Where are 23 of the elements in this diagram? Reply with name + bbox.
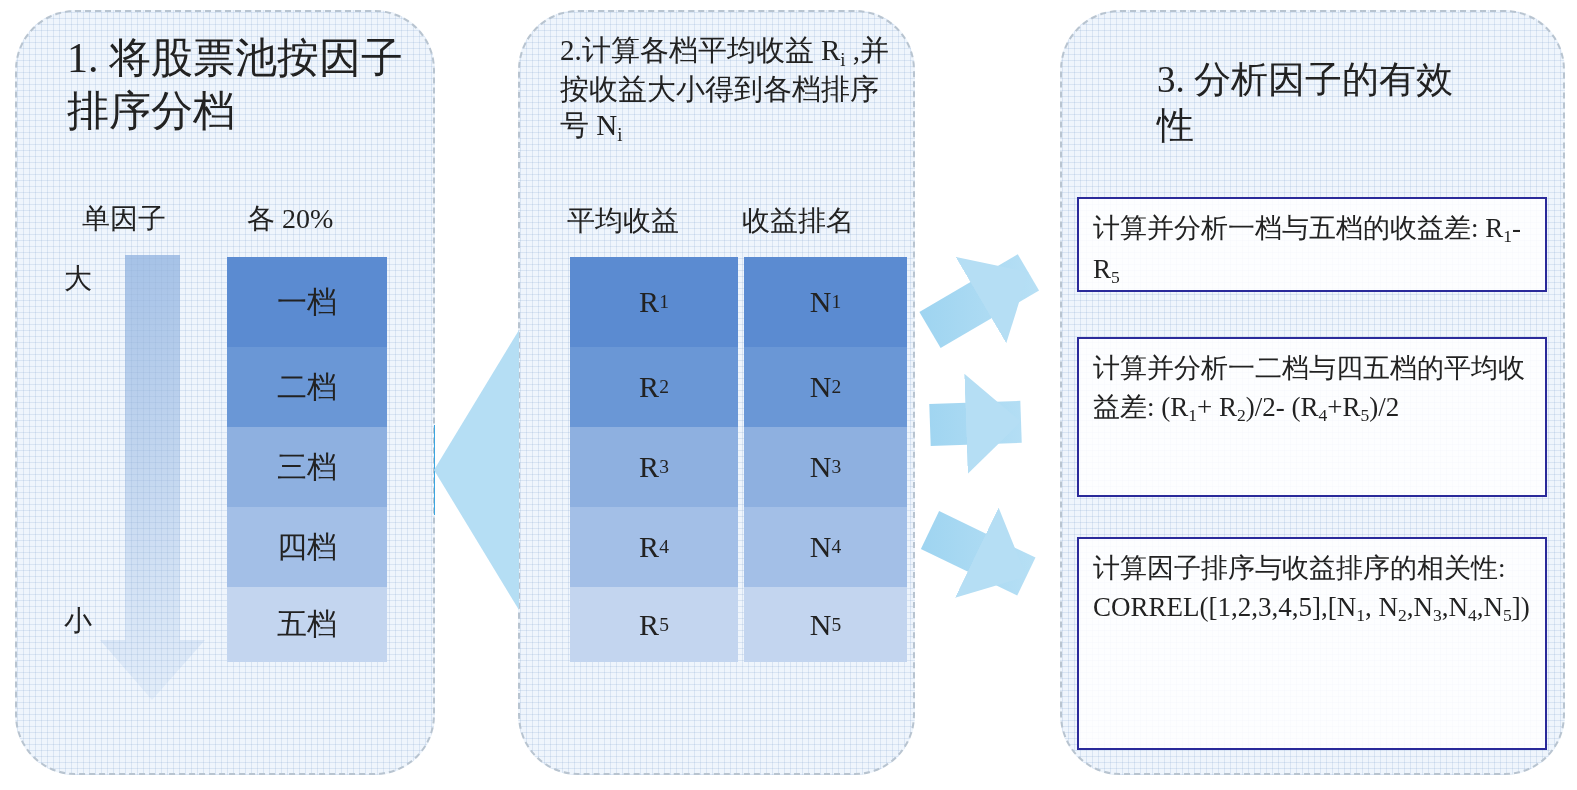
tier-cell: 四档 [227,507,387,587]
step-panel [1060,10,1565,775]
tier-cell: 一档 [227,257,387,347]
tier-cell: 五档 [227,587,387,662]
column-header: 平均收益 [567,204,679,238]
block-arrow [929,373,1022,474]
step-panel [15,10,435,775]
column-header: 收益排名 [742,204,854,238]
block-arrow [920,507,1036,598]
column-header: 单因子 [82,202,166,236]
step-title: 3. 分析因子的有效性 [1157,58,1454,149]
formula-box: 计算并分析一二档与四五档的平均收益差: (R$_{1}$+ R$_{2}$)/2- (R$_{4}$+R$_{5}$)/2 [1077,337,1547,497]
scale-label: 大 [64,262,92,296]
tier-cell: 二档 [227,347,387,427]
column-header: 各 20% [247,202,334,236]
formula-box: 计算因子排序与收益排序的相关性: CORREL([1,2,3,4,5],[N$_{1}$, N$_{2}$,N$_{3}$,N$_{4}$,N$_{5}$]) [1077,537,1547,750]
formula-box: 计算并分析一档与五档的收益差: R$_{1}$- R$_{5}$ [1077,197,1547,292]
step-title: 2.计算各档平均收益 R$_{i}$ ,并按收益大小得到各档排序号 N$_{i}$ [560,33,890,147]
block-arrow [434,330,519,610]
tier-cell: 三档 [227,427,387,507]
scale-label: 小 [64,604,92,638]
block-arrow [919,254,1040,349]
step-title: 1. 将股票池按因子排序分档 [67,34,404,136]
